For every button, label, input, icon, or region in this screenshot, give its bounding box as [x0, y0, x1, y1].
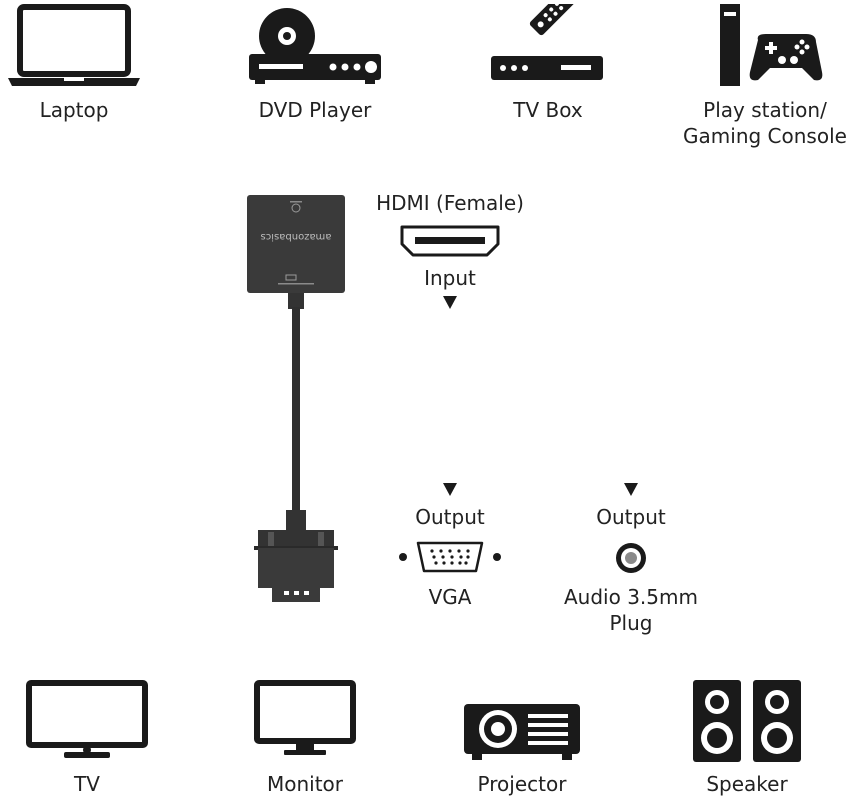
output-audio-connector-line2: Plug — [609, 611, 653, 635]
source-label-laptop: Laptop — [39, 98, 109, 122]
arrow-down-icon — [443, 296, 457, 309]
input-label: Input — [424, 266, 476, 290]
source-label-tv-box: TV Box — [513, 98, 583, 122]
dvd-player-icon — [247, 6, 383, 84]
source-label-dvd-player: DVD Player — [258, 98, 372, 122]
tv-box-icon — [489, 4, 605, 84]
destination-label-projector: Projector — [477, 772, 567, 796]
output-vga-label: Output — [415, 505, 485, 529]
audio-jack-icon — [614, 541, 648, 575]
destination-label-tv: TV — [74, 772, 100, 796]
speaker-icon — [691, 678, 803, 764]
destination-label-speaker: Speaker — [706, 772, 788, 796]
arrow-down-icon — [443, 483, 457, 496]
adapter-image: amazonbasics — [240, 190, 360, 610]
arrow-down-icon — [624, 483, 638, 496]
input-connector-label: HDMI (Female) — [376, 191, 524, 215]
monitor-icon — [254, 680, 356, 766]
vga-port-icon — [396, 540, 504, 574]
adapter-brand-text: amazonbasics — [261, 231, 332, 242]
gaming-console-icon — [720, 4, 824, 86]
output-audio-label: Output — [596, 505, 666, 529]
tv-icon — [26, 680, 148, 766]
output-audio-connector-line1: Audio 3.5mm — [564, 585, 698, 609]
output-vga-connector: VGA — [428, 585, 472, 609]
source-label-gaming-console-line2: Gaming Console — [683, 124, 847, 148]
destination-label-monitor: Monitor — [266, 772, 344, 796]
hdmi-port-icon — [399, 224, 501, 258]
projector-icon — [462, 696, 582, 762]
source-label-gaming-console-line1: Play station/ — [703, 98, 827, 122]
laptop-icon — [8, 4, 140, 86]
